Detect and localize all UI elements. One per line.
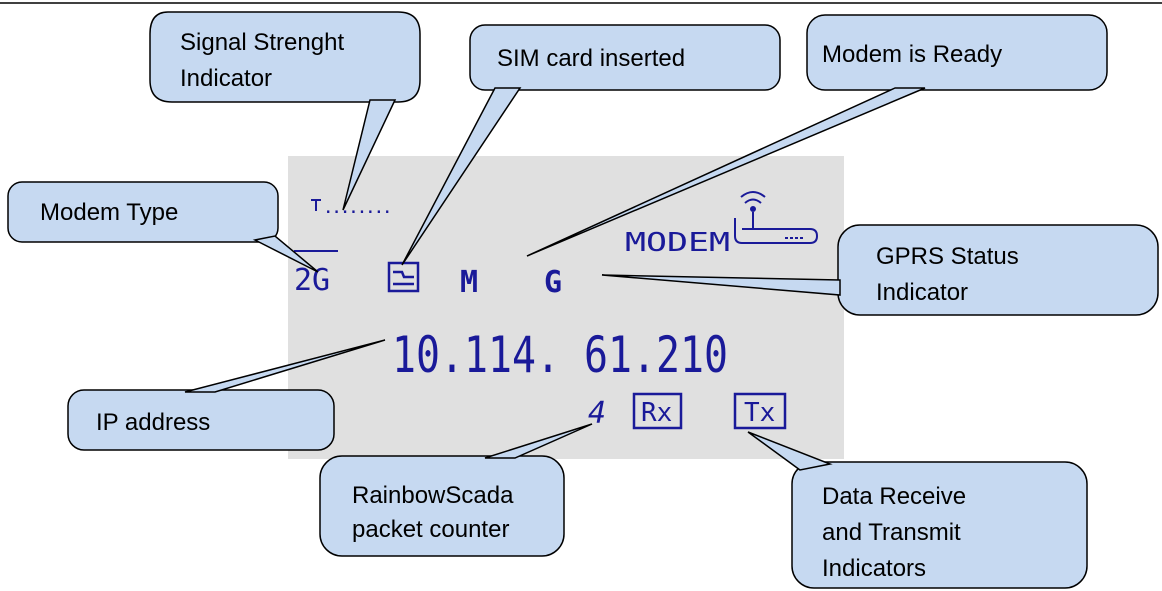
callout-rxtx-line2: and Transmit <box>822 519 961 546</box>
callout-gprs-status: GPRS Status Indicator <box>601 224 1159 316</box>
callout-signal-line1: Signal Strenght <box>180 29 344 56</box>
callout-modem-type: Modem Type <box>7 181 319 273</box>
callout-packet-counter: RainbowScada packet counter <box>319 423 593 557</box>
callout-signal-strength: Signal Strenght Indicator <box>149 11 421 211</box>
callout-modem-type-line1: Modem Type <box>40 199 178 226</box>
tx-indicator: Tx <box>744 398 775 428</box>
callout-modem-ready: Modem is Ready <box>526 14 1108 257</box>
packet-counter-value: 4 <box>588 396 606 431</box>
lcd-panel <box>288 156 844 459</box>
callout-rxtx-line3: Indicators <box>822 555 926 582</box>
callout-ready-line1: Modem is Ready <box>822 41 1002 68</box>
callout-gprs-line1: GPRS Status <box>876 243 1019 270</box>
antenna-icon <box>311 199 321 211</box>
rx-indicator-box <box>632 392 683 430</box>
callout-packet-line1: RainbowScada <box>352 482 514 509</box>
callout-sim-card: SIM card inserted <box>401 24 781 266</box>
callout-ip-line1: IP address <box>96 409 210 436</box>
callout-rxtx-line1: Data Receive <box>822 483 966 510</box>
callout-packet-line2: packet counter <box>352 516 509 543</box>
callout-rx-tx: Data Receive and Transmit Indicators <box>747 431 1088 589</box>
callout-signal-line2: Indicator <box>180 65 272 92</box>
router-icon <box>734 191 819 244</box>
callout-ip-address: IP address <box>67 339 386 451</box>
rx-indicator: Rx <box>641 398 672 428</box>
modem-ready-indicator: M <box>460 265 478 300</box>
ip-address-value: 10.114. 61.210 <box>392 326 728 384</box>
gprs-status-indicator: G <box>544 265 562 300</box>
callout-sim-line1: SIM card inserted <box>497 45 685 72</box>
tx-indicator-box <box>733 392 787 430</box>
signal-strength-dots: ........ <box>324 201 391 217</box>
modem-label: MODEM <box>625 228 730 258</box>
callout-gprs-line2: Indicator <box>876 279 968 306</box>
